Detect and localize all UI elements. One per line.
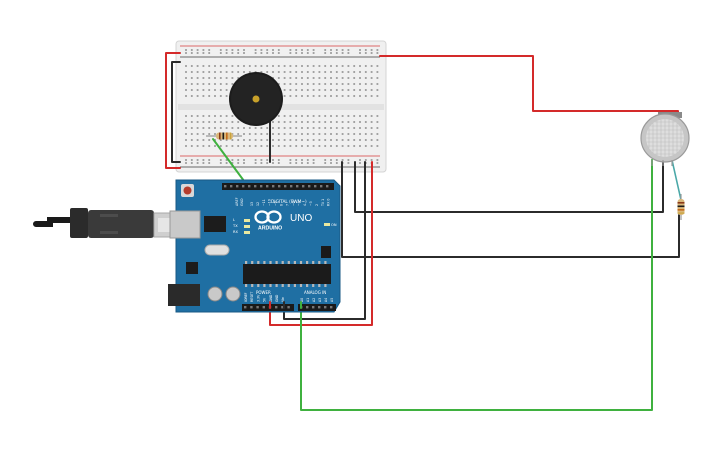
led-label-rx: RX bbox=[233, 230, 238, 234]
digital-pin-label: ~6 bbox=[291, 201, 295, 206]
digital-pin-label: ~3 bbox=[309, 201, 313, 206]
power-pin-label: IOREF bbox=[244, 292, 248, 302]
atmega-chip bbox=[243, 264, 331, 284]
gas-sensor[interactable] bbox=[640, 112, 690, 166]
wire-teal-sensor-resistor[interactable] bbox=[671, 159, 682, 201]
power-pin-label: 5V bbox=[263, 297, 267, 302]
gnd-label: GND bbox=[240, 198, 244, 206]
digital-pin-label: 4 bbox=[303, 204, 307, 206]
digital-pin-label: TX 1 bbox=[321, 199, 325, 207]
digital-pin-label: ~10 bbox=[268, 199, 272, 206]
digital-pin-label: ~11 bbox=[262, 199, 266, 206]
digital-pin-label: RX 0 bbox=[327, 199, 331, 206]
analog-pin-label: A5 bbox=[330, 298, 334, 302]
analog-pin-label: A3 bbox=[318, 298, 322, 302]
digital-pin-label: 7 bbox=[285, 204, 289, 206]
digital-pin-label: 8 bbox=[280, 204, 284, 206]
resistor-right[interactable] bbox=[677, 194, 685, 220]
power-pin-label: Vin bbox=[281, 297, 285, 302]
digital-pin-label: 2 bbox=[315, 204, 319, 206]
wire-green-resistor-to-pin[interactable] bbox=[212, 138, 248, 186]
capacitor bbox=[207, 286, 223, 302]
usb-cable[interactable] bbox=[33, 208, 183, 238]
wire-red-left-rail[interactable] bbox=[165, 52, 181, 169]
analog-pin-label: A1 bbox=[306, 298, 310, 302]
digital-pin-label: 13 bbox=[250, 202, 254, 206]
analog-header[interactable] bbox=[298, 304, 336, 311]
model-label: UNO bbox=[290, 213, 312, 224]
digital-pin-label: ~9 bbox=[274, 201, 278, 206]
aref-label: AREF bbox=[235, 197, 239, 206]
analog-pin-label: A4 bbox=[324, 298, 328, 302]
power-header[interactable] bbox=[242, 304, 294, 311]
arduino-logo: ARDUINO bbox=[254, 210, 282, 232]
power-label: POWER bbox=[256, 290, 271, 295]
power-jack bbox=[168, 284, 200, 306]
power-pin-label: 3.3V bbox=[256, 294, 260, 302]
piezo-buzzer[interactable] bbox=[229, 72, 283, 126]
wire-black-to-resistor[interactable] bbox=[341, 161, 680, 258]
wire-green-a0[interactable] bbox=[300, 159, 653, 411]
led-label-l: L bbox=[233, 218, 235, 222]
wire-red-to-sensor[interactable] bbox=[379, 55, 679, 119]
on-label: ON bbox=[331, 223, 337, 227]
analog-label: ANALOG IN bbox=[304, 290, 326, 295]
digital-pin-label: ~5 bbox=[297, 201, 301, 206]
brand-logo: ARDUINO bbox=[258, 226, 282, 232]
wire-black-left-rail[interactable] bbox=[171, 61, 181, 163]
power-pin-label: GND bbox=[275, 294, 279, 302]
power-pin-label: GND bbox=[269, 294, 273, 302]
analog-pin-label: A2 bbox=[312, 298, 316, 302]
wire-black-to-sensor[interactable] bbox=[354, 159, 664, 213]
capacitor bbox=[225, 286, 241, 302]
power-pin-label: RESET bbox=[250, 292, 254, 302]
digital-pin-label: 12 bbox=[256, 202, 260, 206]
led-label-tx: TX bbox=[232, 224, 238, 228]
arduino-uno-board[interactable]: DIGITAL (PWM~) ARDUINO UNO L TX RX ON PO… bbox=[168, 179, 341, 313]
resistor-left[interactable] bbox=[206, 132, 242, 140]
analog-pin-label: A0 bbox=[300, 298, 304, 302]
wires bbox=[165, 52, 682, 411]
wire-black-gnd[interactable] bbox=[283, 161, 366, 320]
digital-header-label: DIGITAL (PWM~) bbox=[271, 199, 307, 205]
wire-red-5v[interactable] bbox=[269, 161, 373, 326]
usb-jack bbox=[169, 210, 201, 239]
